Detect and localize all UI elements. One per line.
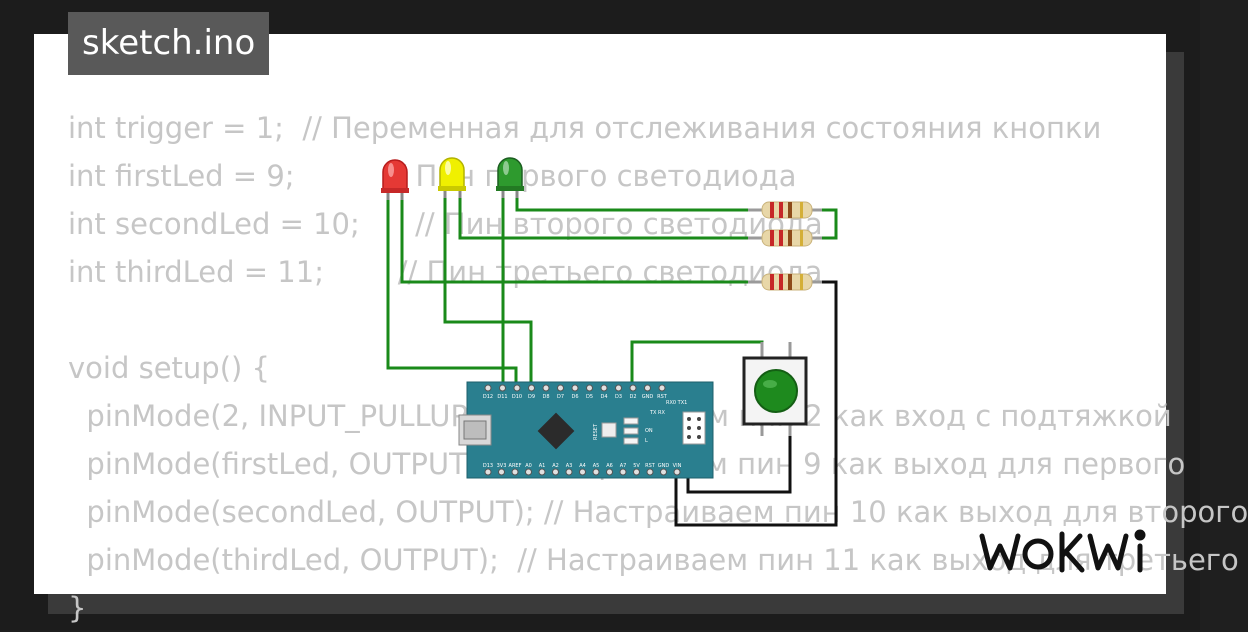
canvas-frame: int trigger = 1; // Переменная для отсле… bbox=[34, 12, 1248, 625]
board-pin-label: D12 bbox=[483, 394, 493, 400]
code-line: int trigger = 1; // Переменная для отсле… bbox=[68, 111, 1102, 145]
board-pin[interactable] bbox=[552, 468, 559, 476]
board-pin[interactable] bbox=[633, 468, 640, 476]
board-pin-label: A5 bbox=[593, 463, 600, 469]
board-pin-label: A2 bbox=[552, 463, 559, 469]
board-pin-label: D6 bbox=[571, 394, 578, 400]
code-line: } bbox=[68, 591, 87, 625]
board-pin-label: RST bbox=[657, 394, 668, 400]
board-pin[interactable] bbox=[499, 384, 506, 392]
wire-yellow-led-to-resistor2[interactable] bbox=[458, 195, 754, 240]
board-pin[interactable] bbox=[586, 384, 593, 392]
wokwi-logo bbox=[979, 529, 1146, 573]
board-pin[interactable] bbox=[484, 468, 492, 476]
board-pin-label: A7 bbox=[620, 463, 627, 469]
wire-yellow-led-to-d10[interactable] bbox=[443, 195, 533, 390]
on-label: ON bbox=[645, 428, 653, 434]
board-pin-label: A6 bbox=[606, 463, 613, 469]
board-pin[interactable] bbox=[644, 384, 651, 392]
icsp-header bbox=[682, 411, 706, 445]
board-pin[interactable] bbox=[513, 384, 521, 392]
tx-label: TX bbox=[649, 410, 657, 416]
wire-red-led-to-resistor3[interactable] bbox=[400, 198, 754, 284]
board-pin-label: VIN bbox=[673, 463, 682, 469]
board-pin-label: D7 bbox=[557, 394, 564, 400]
board-pin[interactable] bbox=[498, 468, 505, 476]
board-pin-label: GND bbox=[658, 463, 670, 469]
board-pin[interactable] bbox=[658, 384, 666, 392]
push-button[interactable] bbox=[742, 342, 808, 436]
board-pin-label: D11 bbox=[497, 394, 507, 400]
button-cap[interactable] bbox=[754, 369, 798, 413]
board-pin-label: A3 bbox=[566, 463, 573, 469]
filename-tab[interactable]: sketch.ino bbox=[68, 12, 270, 75]
rx-label: RX bbox=[658, 410, 665, 416]
board-pin-label: D4 bbox=[600, 394, 607, 400]
code-line: void setup() { bbox=[68, 351, 270, 385]
board-pin-label: RST bbox=[645, 463, 656, 469]
wire-gnd-to-resistors[interactable] bbox=[674, 280, 838, 527]
board-pin-label: 5V bbox=[633, 463, 640, 469]
board-pin[interactable] bbox=[571, 384, 579, 392]
board-pin[interactable] bbox=[484, 384, 492, 392]
reset-button[interactable] bbox=[601, 422, 617, 438]
board-pin[interactable] bbox=[592, 468, 600, 476]
board-pin-label: D13 bbox=[483, 463, 493, 469]
board-pin-label: D3 bbox=[615, 394, 622, 400]
code-line: pinMode(secondLed, OUTPUT); // Настраива… bbox=[68, 495, 1248, 529]
resistor-3[interactable] bbox=[748, 273, 822, 291]
black-wires bbox=[674, 280, 838, 527]
board-pin-label: A0 bbox=[525, 463, 532, 469]
resistor-1[interactable] bbox=[748, 201, 822, 219]
board-pin[interactable] bbox=[660, 468, 667, 476]
resistor-2[interactable] bbox=[748, 229, 822, 247]
board-pin[interactable] bbox=[525, 468, 532, 476]
wire-resistor-common-a[interactable] bbox=[818, 208, 838, 240]
board-pin[interactable] bbox=[579, 468, 586, 476]
board-pin-label: D10 bbox=[512, 394, 522, 400]
board-pin[interactable] bbox=[542, 384, 550, 392]
reset-label: RESET bbox=[593, 423, 599, 440]
wire-red-led-to-d9[interactable] bbox=[386, 198, 518, 390]
board-pin-label: 3V3 bbox=[497, 463, 507, 469]
led-red[interactable] bbox=[381, 159, 409, 200]
board-pin[interactable] bbox=[557, 384, 564, 392]
board-pin-label: D9 bbox=[528, 394, 535, 400]
board-pin[interactable] bbox=[646, 468, 654, 476]
green-wires bbox=[386, 195, 838, 390]
mcu-chip bbox=[537, 412, 575, 450]
board-pin[interactable] bbox=[511, 468, 519, 476]
board-pin[interactable] bbox=[565, 468, 573, 476]
board-pin-label: D8 bbox=[542, 394, 549, 400]
board-pin[interactable] bbox=[528, 384, 535, 392]
board-pin-label: D5 bbox=[586, 394, 593, 400]
board-pin-label: GND bbox=[642, 394, 654, 400]
wire-button-to-gnd[interactable] bbox=[686, 432, 792, 494]
rx0-tx1-label: RX0 TX1 bbox=[666, 400, 687, 406]
board-pin[interactable] bbox=[629, 384, 637, 392]
wire-green-led-to-resistor1[interactable] bbox=[515, 195, 754, 212]
board-pin[interactable] bbox=[538, 468, 546, 476]
board-pin-label: D2 bbox=[629, 394, 636, 400]
board-pin[interactable] bbox=[606, 468, 613, 476]
led-yellow[interactable] bbox=[438, 157, 466, 198]
board-pin-label: A1 bbox=[539, 463, 546, 469]
led-green[interactable] bbox=[496, 157, 524, 198]
board-pin[interactable] bbox=[600, 384, 608, 392]
board-pin[interactable] bbox=[673, 468, 681, 476]
board-pin-label: AREF bbox=[509, 463, 522, 469]
board-pin[interactable] bbox=[619, 468, 627, 476]
l-label: L bbox=[645, 438, 648, 444]
board-pin[interactable] bbox=[615, 384, 622, 392]
board-pin-label: A4 bbox=[579, 463, 586, 469]
